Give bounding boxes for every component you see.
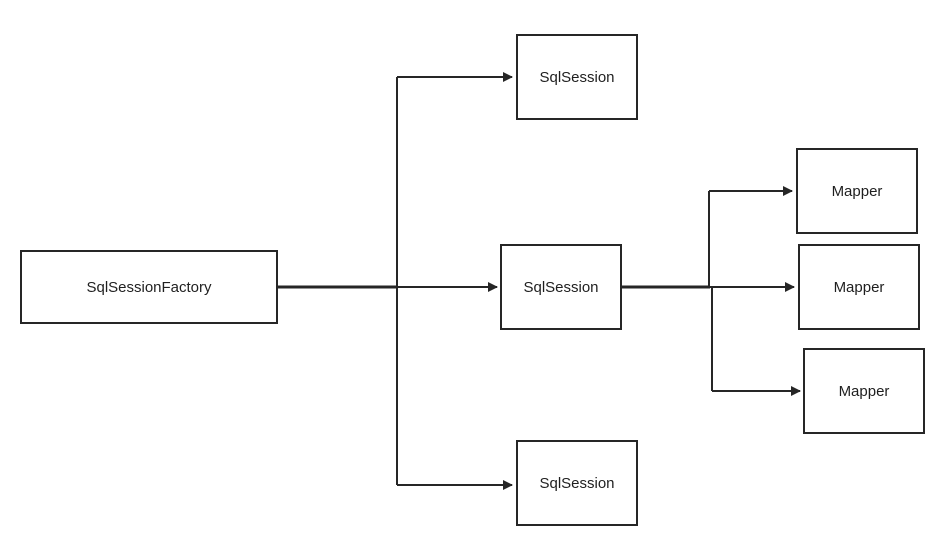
sqlsession-label-top: SqlSession [539, 68, 615, 86]
mapper-box-top: Mapper [796, 148, 918, 234]
mapper-label-middle: Mapper [833, 278, 885, 296]
sqlsessionfactory-box: SqlSessionFactory [20, 250, 278, 324]
sqlsession-label-bottom: SqlSession [539, 474, 615, 492]
sqlsession-box-middle: SqlSession [500, 244, 622, 330]
mapper-box-bottom: Mapper [803, 348, 925, 434]
sqlsessionfactory-label: SqlSessionFactory [86, 278, 212, 296]
sqlsession-box-top: SqlSession [516, 34, 638, 120]
mapper-label-top: Mapper [831, 182, 883, 200]
sqlsession-box-bottom: SqlSession [516, 440, 638, 526]
mapper-label-bottom: Mapper [838, 382, 890, 400]
mapper-box-middle: Mapper [798, 244, 920, 330]
sqlsession-label-middle: SqlSession [523, 278, 599, 296]
